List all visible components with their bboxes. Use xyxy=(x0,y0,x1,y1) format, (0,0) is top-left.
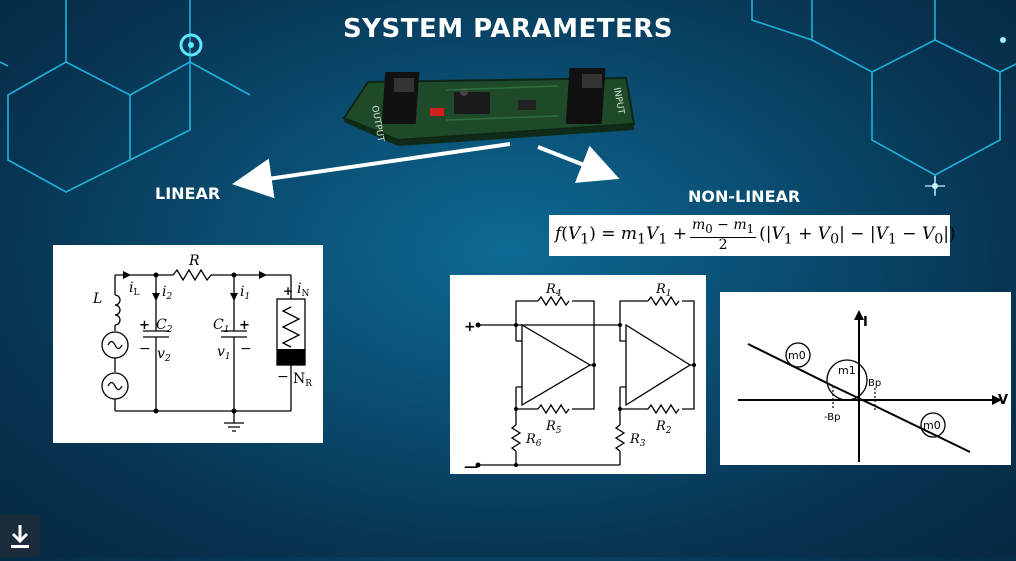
c2-plus: + xyxy=(139,318,150,333)
label-R1: R xyxy=(655,282,666,297)
linear-label: LINEAR xyxy=(155,184,221,203)
iv-graph-panel: I V m0 m1 m0 Bp -Bp xyxy=(720,292,1011,465)
svg-text:C1: C1 xyxy=(213,317,229,335)
label-C1: C xyxy=(213,317,224,333)
axis-i-label: I xyxy=(863,315,868,330)
label-v1: v xyxy=(217,344,225,360)
c1-plus: + xyxy=(239,318,250,333)
svg-text:R1: R1 xyxy=(655,282,672,299)
svg-text:i1: i1 xyxy=(240,284,250,302)
node-ring-icon xyxy=(179,33,203,57)
svg-text:R2: R2 xyxy=(655,419,672,436)
label-R5: R xyxy=(545,419,556,434)
opamp-circuit-panel: + — R4 R1 R5 R2 R6 R3 xyxy=(450,275,706,475)
label-R2: R xyxy=(655,419,666,434)
label-L: L xyxy=(92,291,102,307)
download-button[interactable] xyxy=(0,515,40,557)
svg-text:v1: v1 xyxy=(217,344,231,362)
svg-text:R5: R5 xyxy=(545,419,562,436)
slope-m1: m1 xyxy=(838,364,856,377)
chua-circuit-panel: R L iL i2 i1 iN + C2 − v2 C1 + v1 − + − … xyxy=(53,245,323,443)
svg-text:R6: R6 xyxy=(525,432,542,449)
svg-text:NR: NR xyxy=(293,371,312,389)
svg-text:i2: i2 xyxy=(162,284,172,302)
opamp-circuit-diagram: + — R4 R1 R5 R2 R6 R3 xyxy=(464,282,696,475)
circuit-board-image: OUTPUT INPUT xyxy=(342,68,636,146)
label-R6: R xyxy=(525,432,536,447)
nr-minus: − xyxy=(277,369,289,385)
label-C2: C xyxy=(156,317,167,333)
svg-text:iL: iL xyxy=(129,280,139,298)
label-NR: N xyxy=(293,371,305,387)
svg-text:R3: R3 xyxy=(629,432,646,449)
label-R: R xyxy=(188,253,200,269)
board-input-text: INPUT xyxy=(611,87,626,116)
svg-text:R4: R4 xyxy=(545,282,562,299)
arrow-to-linear xyxy=(232,142,511,199)
bp-label: Bp xyxy=(868,378,881,389)
svg-text:v2: v2 xyxy=(157,346,171,364)
input-plus: + xyxy=(464,319,476,335)
slope-m0-right: m0 xyxy=(923,419,941,432)
neg-bp-label: -Bp xyxy=(824,412,840,423)
label-R4: R xyxy=(545,282,556,297)
c1-minus: − xyxy=(240,341,252,357)
label-R3: R xyxy=(629,432,640,447)
axis-v-label: V xyxy=(998,393,1008,408)
svg-text:iN: iN xyxy=(297,281,309,299)
label-iL: i xyxy=(129,280,133,296)
slope-m0-left: m0 xyxy=(788,349,806,362)
label-i1: i xyxy=(240,284,244,300)
chua-circuit-diagram: R L iL i2 i1 iN + C2 − v2 C1 + v1 − + − … xyxy=(92,253,312,432)
c2-minus: − xyxy=(139,341,151,357)
nonlinear-label: NON-LINEAR xyxy=(688,187,801,206)
nr-plus: + xyxy=(283,284,293,298)
label-i2: i xyxy=(162,284,166,300)
label-v2: v xyxy=(157,346,165,362)
page-title: SYSTEM PARAMETERS xyxy=(342,14,673,44)
download-icon xyxy=(11,525,29,548)
svg-text:C2: C2 xyxy=(156,317,173,335)
arrow-to-nonlinear xyxy=(537,145,620,183)
label-iN: i xyxy=(297,281,301,297)
input-minus: — xyxy=(464,459,478,474)
iv-characteristic-graph: I V m0 m1 m0 Bp -Bp xyxy=(738,310,1008,462)
